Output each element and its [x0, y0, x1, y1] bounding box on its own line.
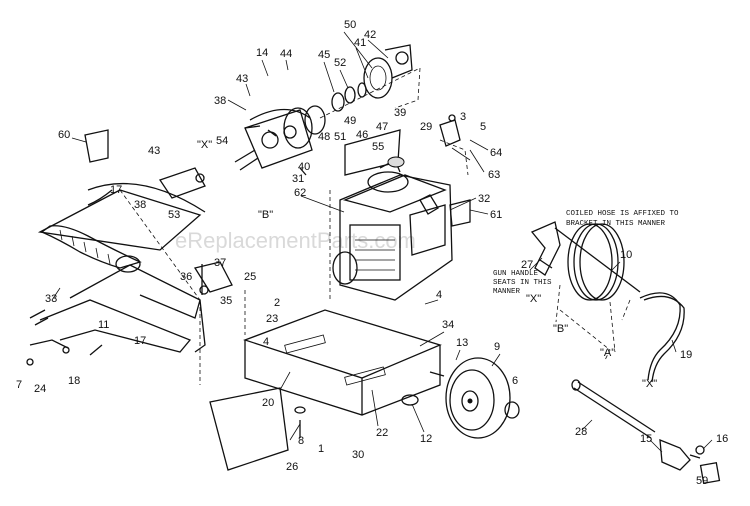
- watermark: eReplacementParts.com: [175, 228, 416, 253]
- callout-39: 39: [394, 107, 406, 119]
- shield-panel: [209, 387, 289, 471]
- callout-44: 44: [280, 48, 292, 60]
- callout-63: 63: [488, 169, 500, 181]
- callout-42: 42: [364, 29, 376, 41]
- callout-52: 52: [334, 57, 346, 69]
- callout-15: 15: [640, 433, 652, 445]
- callout-24: 24: [34, 383, 46, 395]
- callout-28: 28: [575, 426, 587, 438]
- reference-marks: "X" "B" "X" "B" "A" "X": [197, 139, 657, 390]
- callout-22: 22: [376, 427, 388, 439]
- coiled-hose: [567, 223, 625, 301]
- callout-17a: 17: [110, 184, 122, 196]
- callout-25: 25: [244, 271, 256, 283]
- callout-60: 60: [58, 129, 70, 141]
- callout-9: 9: [494, 341, 500, 353]
- callout-4: 4: [436, 289, 442, 301]
- pump-assembly: [244, 44, 421, 169]
- callout-31: 31: [292, 173, 304, 185]
- callout-47: 47: [376, 121, 388, 133]
- engine: [332, 156, 453, 301]
- callout-36: 36: [180, 271, 192, 283]
- nozzle-washer: [695, 445, 705, 455]
- svg-text:COILED HOSE IS AFFIXED TO: COILED HOSE IS AFFIXED TO: [566, 210, 679, 218]
- callout-40: 40: [298, 161, 310, 173]
- axle-cap: [504, 401, 520, 419]
- coiled-hose-note: COILED HOSE IS AFFIXED TO BRACKET IN THI…: [566, 210, 679, 228]
- callout-1: 1: [318, 443, 324, 455]
- svg-text:"A": "A": [600, 347, 615, 359]
- callout-26: 26: [286, 461, 298, 473]
- callout-59: 59: [696, 475, 708, 487]
- gun-handle-note: GUN HANDLE SEATS IN THIS MANNER: [493, 270, 552, 296]
- svg-text:"B": "B": [553, 323, 568, 335]
- callout-43a: 43: [236, 73, 248, 85]
- high-pressure-hose: [639, 292, 685, 383]
- callout-19: 19: [680, 349, 692, 361]
- callout-41: 41: [354, 37, 366, 49]
- callout-49: 49: [344, 115, 356, 127]
- callout-54: 54: [216, 135, 228, 147]
- callout-62: 62: [294, 187, 306, 199]
- base-plate: [243, 309, 442, 416]
- callout-4b: 4: [263, 336, 269, 348]
- callout-2: 2: [274, 297, 280, 309]
- callout-23: 23: [266, 313, 278, 325]
- callout-50: 50: [344, 19, 356, 31]
- handle-grip: [40, 225, 142, 273]
- wheel: [445, 357, 511, 439]
- callout-3: 3: [460, 111, 466, 123]
- callout-64: 64: [490, 147, 502, 159]
- callout-53: 53: [168, 209, 180, 221]
- callout-34: 34: [442, 319, 454, 331]
- callout-11: 11: [98, 319, 109, 331]
- svg-text:"B": "B": [258, 209, 273, 221]
- callout-35: 35: [220, 295, 232, 307]
- spray-gun: [530, 221, 641, 293]
- callout-8: 8: [298, 435, 304, 447]
- leader-lines: [51, 31, 713, 453]
- callout-55: 55: [372, 141, 384, 153]
- callout-38b: 38: [134, 199, 146, 211]
- callout-27: 27: [521, 259, 533, 271]
- callout-10: 10: [620, 249, 632, 261]
- callout-numbers: 1 2 3 4 4 5 6 7 8 9 10 11 12 13 14 15 16…: [16, 19, 728, 487]
- svg-text:BRACKET IN THIS MANNER: BRACKET IN THIS MANNER: [566, 220, 666, 228]
- callout-51: 51: [334, 131, 346, 143]
- callout-20: 20: [262, 397, 274, 409]
- callout-12: 12: [420, 433, 432, 445]
- callout-6: 6: [512, 375, 518, 387]
- callout-61: 61: [490, 209, 502, 221]
- hardware: [26, 114, 471, 438]
- callout-48: 48: [318, 131, 330, 143]
- callout-38a: 38: [214, 95, 226, 107]
- callout-32: 32: [478, 193, 490, 205]
- wand: [571, 379, 656, 439]
- svg-text:MANNER: MANNER: [493, 288, 521, 296]
- svg-text:GUN HANDLE: GUN HANDLE: [493, 270, 539, 278]
- callout-30: 30: [352, 449, 364, 461]
- callout-14: 14: [256, 47, 268, 59]
- callout-13: 13: [456, 337, 468, 349]
- svg-text:"X": "X": [526, 293, 541, 305]
- svg-text:"X": "X": [642, 378, 657, 390]
- callout-37: 37: [214, 257, 226, 269]
- callout-46: 46: [356, 129, 368, 141]
- wheel-washer: [401, 394, 419, 406]
- callout-7: 7: [16, 379, 22, 391]
- assembly-lines: [119, 67, 631, 385]
- svg-text:SEATS IN THIS: SEATS IN THIS: [493, 279, 552, 287]
- nozzle: [659, 439, 721, 485]
- callout-18: 18: [68, 375, 80, 387]
- callout-45: 45: [318, 49, 330, 61]
- callout-17b: 17: [134, 335, 146, 347]
- callout-29: 29: [420, 121, 432, 133]
- callout-43b: 43: [148, 145, 160, 157]
- callout-16: 16: [716, 433, 728, 445]
- svg-text:"X": "X": [197, 139, 212, 151]
- callout-5: 5: [480, 121, 486, 133]
